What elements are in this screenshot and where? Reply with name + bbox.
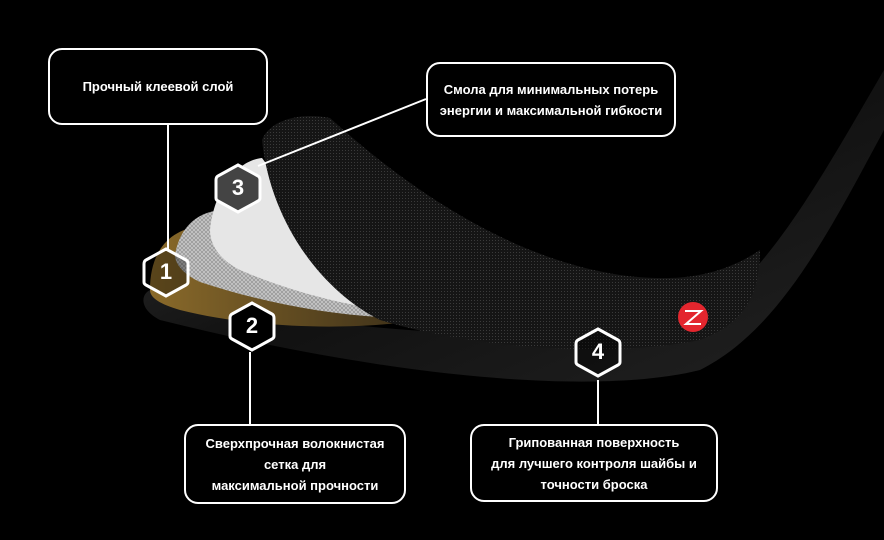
grip-surface-layer [262,116,760,350]
hexagon-icon [228,301,276,352]
hexagon-icon [574,327,622,378]
badge-2: 2 [228,300,276,352]
hexagon-icon [214,163,262,214]
hexagon-icon [142,247,190,298]
callout-adhesive-layer: Прочный клеевой слой [48,48,268,125]
callout-resin: Смола для минимальных потерь энергии и м… [426,62,676,137]
badge-4: 4 [574,326,622,378]
callout-fiber-mesh: Сверхпрочная волокнистая сетка для макси… [184,424,406,504]
badge-1: 1 [142,246,190,298]
badge-3: 3 [214,162,262,214]
callout-grip-surface: Грипованная поверхность для лучшего конт… [470,424,718,502]
resin-layer [210,158,460,316]
